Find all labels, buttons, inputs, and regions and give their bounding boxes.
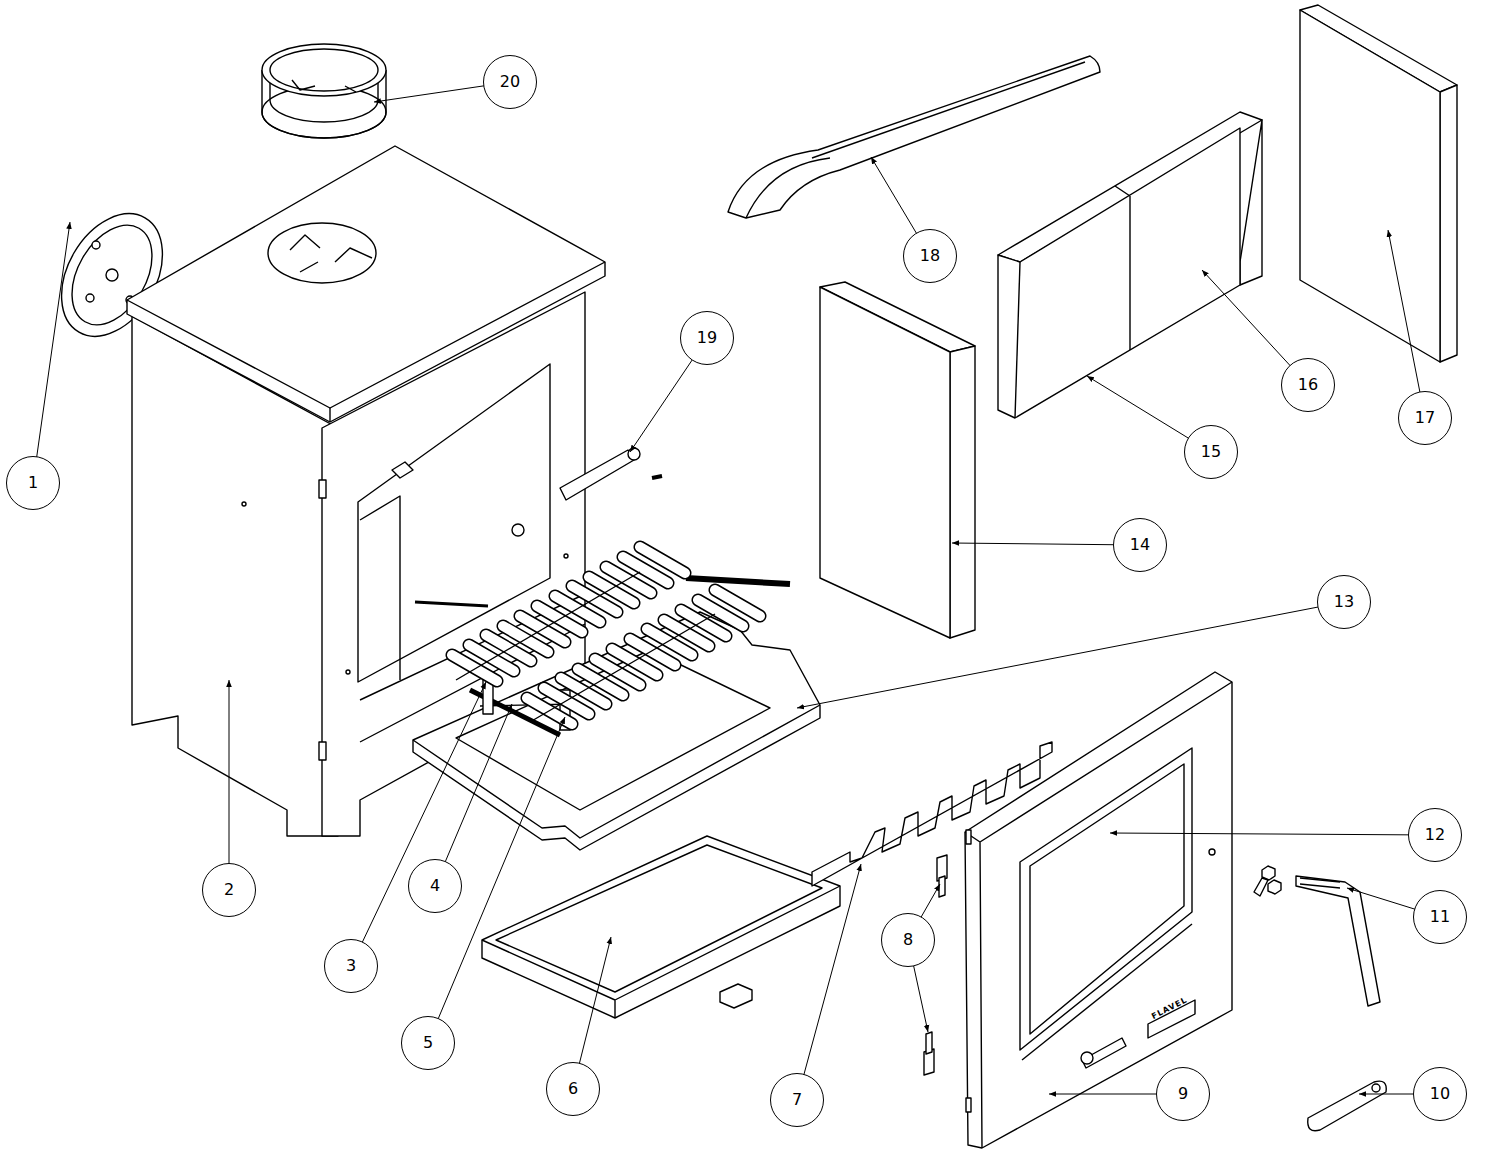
callout-number: 4: [408, 859, 462, 913]
callout-text: 19: [697, 330, 717, 346]
callout-text: 3: [346, 958, 356, 974]
callout-text: 5: [423, 1035, 433, 1051]
callout-number: 12: [1408, 808, 1462, 862]
callout-text: 7: [792, 1092, 802, 1108]
callout-text: 18: [920, 248, 940, 264]
callout-number: 6: [546, 1062, 600, 1116]
callout-number: 3: [324, 939, 378, 993]
callout-number: 7: [770, 1073, 824, 1127]
callout-text: 11: [1430, 909, 1450, 925]
callout-number: 16: [1281, 358, 1335, 412]
callout-text: 10: [1430, 1086, 1450, 1102]
callout-text: 13: [1334, 594, 1354, 610]
callout-text: 4: [430, 878, 440, 894]
callout-number: 20: [483, 55, 537, 109]
callout-text: 16: [1298, 377, 1318, 393]
callout-text: 2: [224, 882, 234, 898]
callout-number: 19: [680, 311, 734, 365]
callout-number: 2: [202, 863, 256, 917]
callout-text: 6: [568, 1081, 578, 1097]
callout-number: 8: [881, 913, 935, 967]
callout-number: 10: [1413, 1067, 1467, 1121]
callout-number: 13: [1317, 575, 1371, 629]
callout-number: 11: [1413, 890, 1467, 944]
callout-text: 14: [1130, 537, 1150, 553]
callout-text: 9: [1178, 1086, 1188, 1102]
callout-text: 20: [500, 74, 520, 90]
callout-number: 14: [1113, 518, 1167, 572]
callout-text: 17: [1415, 410, 1435, 426]
callout-number: 1: [6, 456, 60, 510]
callout-number: 18: [903, 229, 957, 283]
callout-text: 15: [1201, 444, 1221, 460]
callout-number: 9: [1156, 1067, 1210, 1121]
callout-number: 17: [1398, 391, 1452, 445]
callout-number: 5: [401, 1016, 455, 1070]
callout-text: 1: [28, 475, 38, 491]
callout-text: 8: [903, 932, 913, 948]
callout-text: 12: [1425, 827, 1445, 843]
callout-number: 15: [1184, 425, 1238, 479]
